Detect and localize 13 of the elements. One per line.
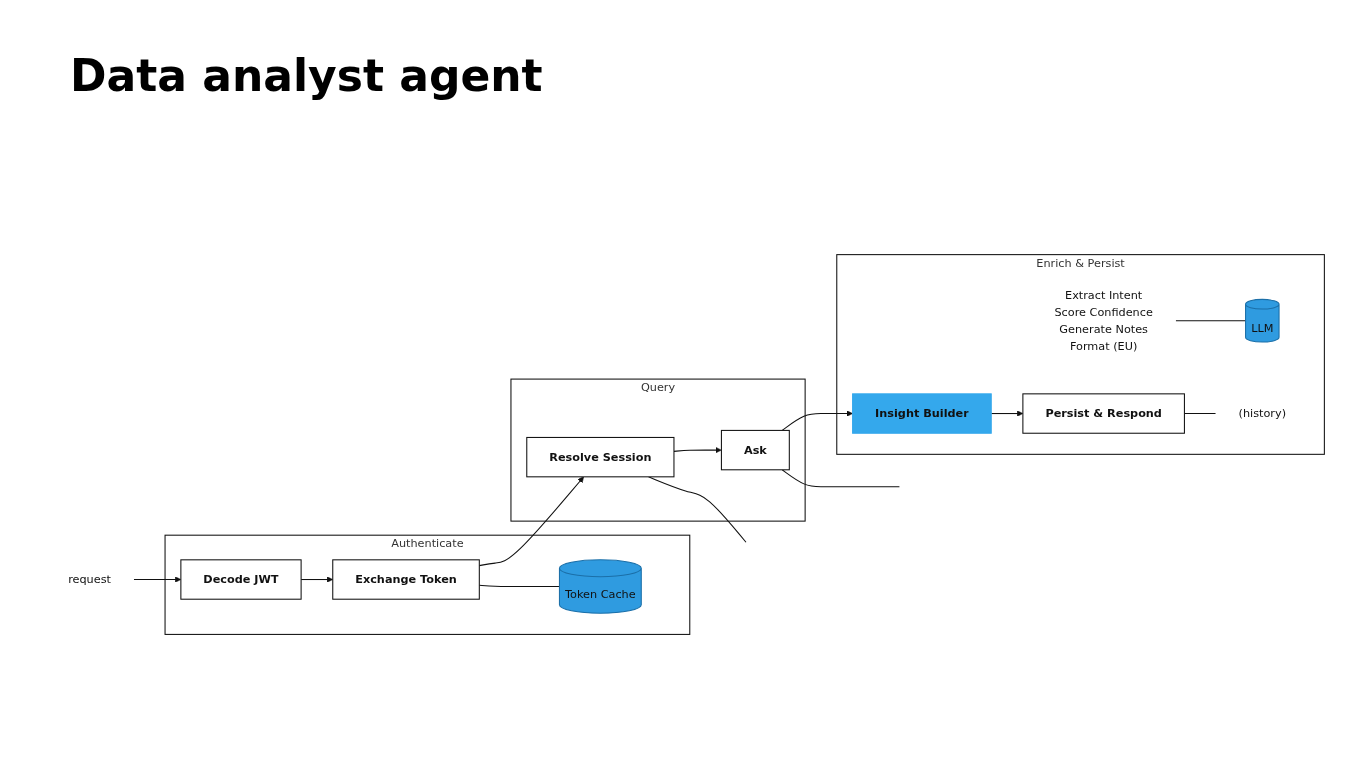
- node-box: Exchange Token: [332, 559, 480, 601]
- arrow: [781, 410, 853, 432]
- node-box: Ask: [720, 430, 790, 471]
- node-text: Extract Intent Score Confidence Generate Notes Format (EU): [1054, 288, 1153, 353]
- node-text: (history): [1238, 406, 1287, 421]
- node-box: Insight Builder: [852, 393, 992, 435]
- node-box: Resolve Session: [526, 437, 675, 478]
- node-box: Persist & Respond: [1022, 393, 1185, 435]
- node-text: request: [68, 572, 111, 587]
- arrow: [673, 447, 722, 454]
- diagram-title: Data analyst agent: [70, 50, 543, 101]
- connector: [781, 469, 900, 488]
- node-box: Decode JWT: [180, 559, 302, 601]
